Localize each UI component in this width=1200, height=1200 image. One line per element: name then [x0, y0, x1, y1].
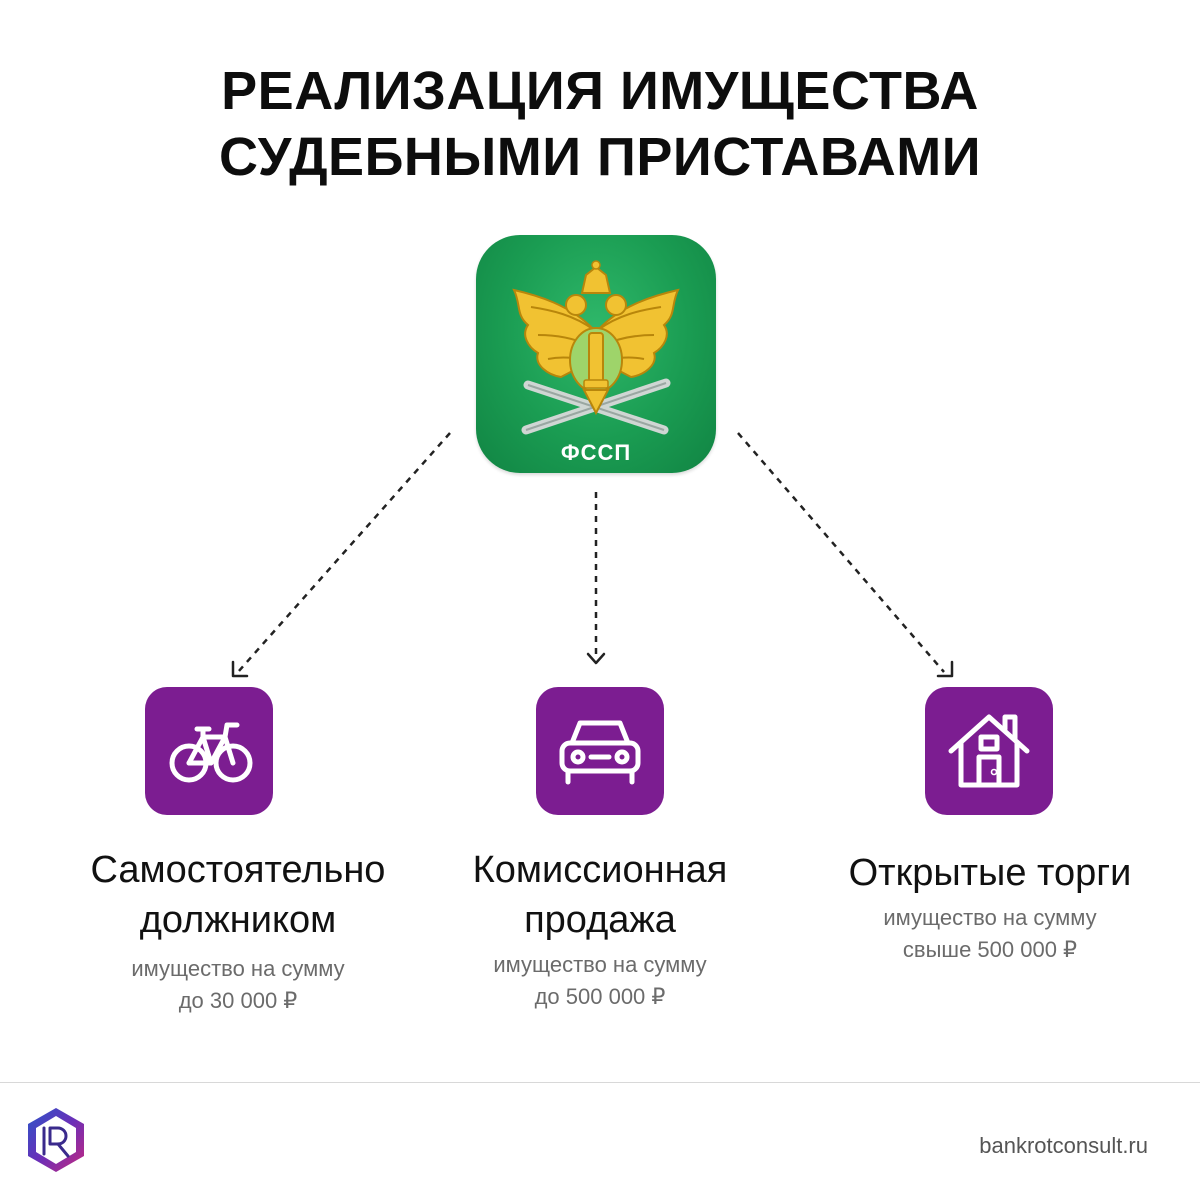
option-3-card	[925, 687, 1053, 815]
option-3-sub-line-1: имущество на сумму	[883, 905, 1097, 930]
arrow-left-head	[231, 660, 249, 678]
option-1-sub-line-1: имущество на сумму	[131, 956, 345, 981]
option-2-card	[536, 687, 664, 815]
option-2-sub-line-2: до 500 000 ₽	[534, 984, 666, 1009]
fssp-label: ФССП	[560, 440, 632, 465]
option-2-heading: Комиссионная продажа	[400, 845, 800, 945]
option-1-heading-line-2: должником	[139, 899, 337, 941]
car-icon	[559, 720, 641, 785]
option-1: Самостоятельно должником имущество на су…	[28, 845, 448, 1017]
title-line-2: СУДЕБНЫМИ ПРИСТАВАМИ	[218, 127, 982, 187]
option-2-heading-line-1: Комиссионная	[472, 849, 728, 891]
option-3-sub-line-2: свыше 500 000 ₽	[902, 937, 1078, 962]
arrow-center-head	[586, 652, 606, 665]
arrow-right-head	[936, 660, 954, 678]
house-icon	[948, 714, 1030, 788]
connector-arrows	[231, 432, 954, 678]
option-3: Открытые торги имущество на сумму свыше …	[790, 848, 1190, 966]
option-2-heading-line-2: продажа	[524, 899, 676, 941]
option-2-description: имущество на сумму до 500 000 ₽	[400, 949, 800, 1013]
option-1-heading-line-1: Самостоятельно	[90, 849, 386, 891]
page-title: РЕАЛИЗАЦИЯ ИМУЩЕСТВА СУДЕБНЫМИ ПРИСТАВАМ…	[0, 58, 1200, 190]
bankrotconsult-logo-icon	[24, 1104, 88, 1176]
option-1-description: имущество на сумму до 30 000 ₽	[28, 953, 448, 1017]
option-1-heading: Самостоятельно должником	[28, 845, 448, 945]
option-1-sub-line-2: до 30 000 ₽	[178, 988, 298, 1013]
option-2-sub-line-1: имущество на сумму	[493, 952, 707, 977]
footer-divider	[0, 1082, 1200, 1083]
title-line-1: РЕАЛИЗАЦИЯ ИМУЩЕСТВА	[221, 61, 979, 121]
fssp-logo: ФССП	[476, 235, 716, 473]
arrow-left-line	[237, 432, 451, 673]
site-url[interactable]: bankrotconsult.ru	[979, 1133, 1148, 1158]
option-2: Комиссионная продажа имущество на сумму …	[400, 845, 800, 1013]
option-1-card	[145, 687, 273, 815]
option-3-heading: Открытые торги	[790, 848, 1190, 898]
bicycle-icon	[169, 722, 253, 783]
option-3-heading-line-1: Открытые торги	[848, 852, 1132, 894]
option-3-description: имущество на сумму свыше 500 000 ₽	[790, 902, 1190, 966]
fssp-emblem-icon	[512, 260, 680, 435]
arrow-right-line	[737, 432, 945, 673]
